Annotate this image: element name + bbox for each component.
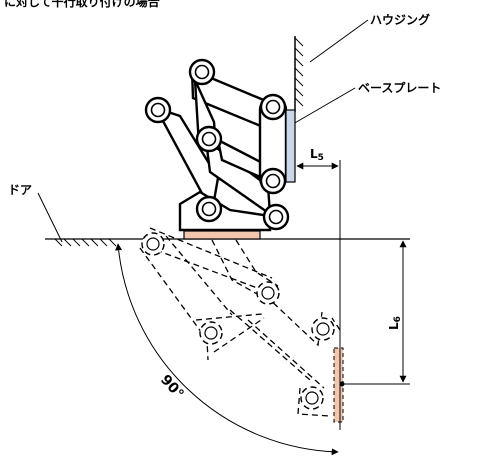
housing-label: ハウジング [370,12,430,27]
svg-text:90°: 90° [157,372,187,402]
housing-leader [309,19,369,63]
base-plate-closed [285,109,296,183]
door-leader [37,192,63,243]
door-plate [183,230,261,240]
base-plate-label: ベースプレート [358,80,441,95]
housing-wall [294,36,304,112]
base-plate-leader [292,87,356,125]
svg-text:L6: L6 [387,316,403,330]
door-label: ドア [8,183,32,197]
dimension-l6: L6 [339,238,410,387]
door-surface [45,238,410,247]
hinge-closed-position [144,58,296,240]
angle-90-arc: 90° [115,243,339,456]
svg-text:L5: L5 [310,147,324,163]
header-text: に対して干行取り付けの場合 [4,0,161,9]
